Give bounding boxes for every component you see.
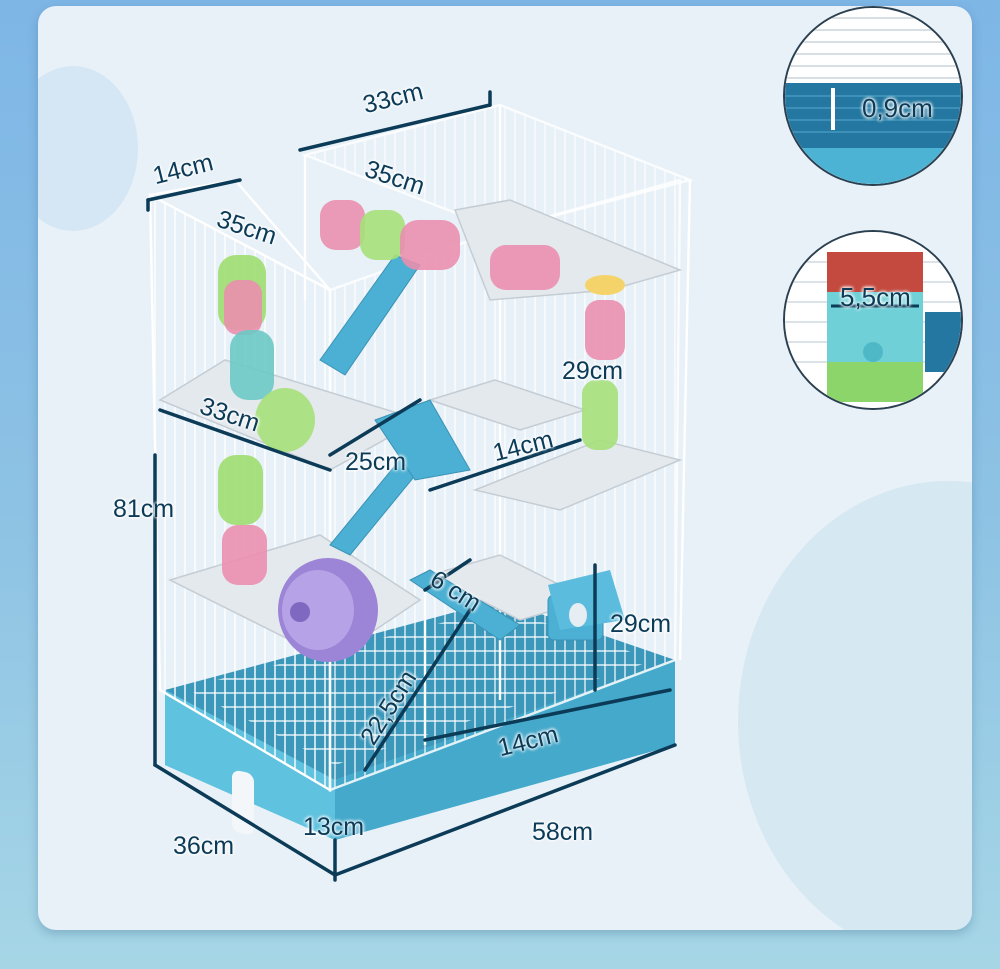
dimension-platform-mid: 25cm [345, 448, 407, 476]
exercise-wheel [278, 558, 378, 662]
dimension-lower-level-height: 29cm [610, 610, 672, 638]
ramps [319, 254, 604, 641]
decorative-circle [38, 66, 138, 231]
hideout-house [548, 570, 625, 630]
bar-spacing-label: 0,9cm [862, 93, 933, 123]
dimension-base-depth: 36cm [173, 832, 235, 860]
latch-icon [232, 770, 254, 835]
dimension-total-height: 81cm [113, 495, 175, 523]
dimension-upper-level-height: 29cm [562, 357, 624, 385]
dimension-lines [146, 90, 677, 882]
tube-diameter-detail: 5,5cm [783, 230, 963, 410]
dimension-base-width: 58cm [532, 818, 594, 846]
dimension-base-height: 13cm [303, 813, 365, 841]
tube-diameter-label: 5,5cm [840, 282, 911, 312]
tubes [218, 200, 625, 585]
bar-spacing-detail: 0,9cm [783, 6, 963, 186]
